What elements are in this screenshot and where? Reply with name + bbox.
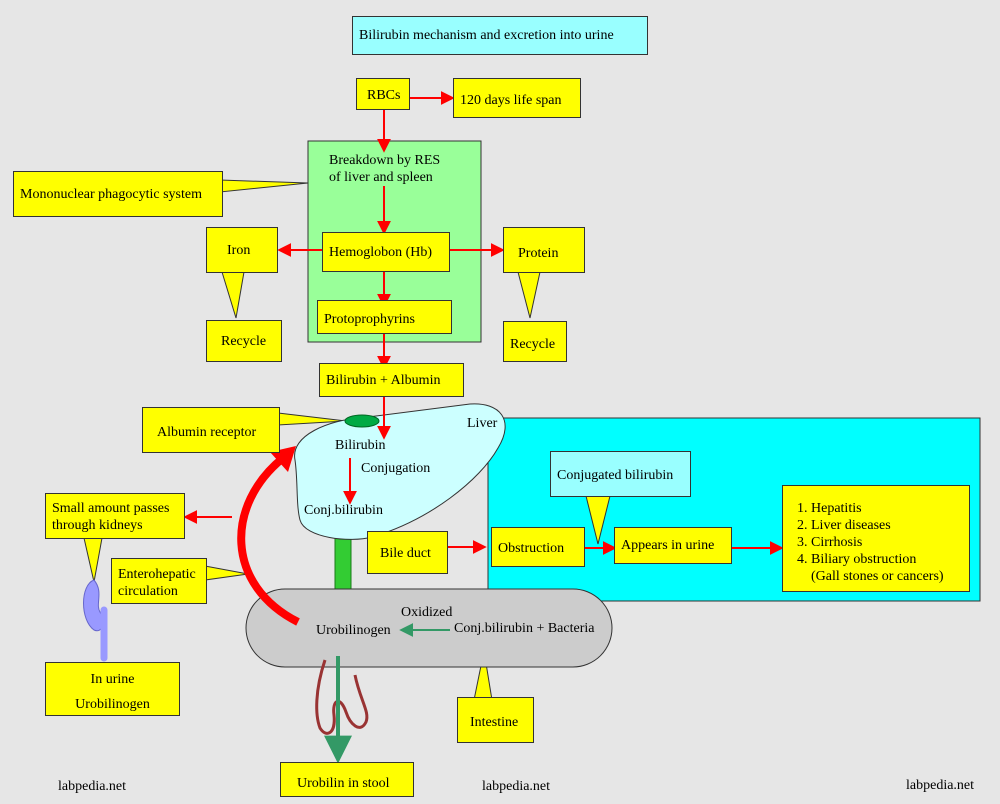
enterohepatic-callout-tail xyxy=(204,565,249,581)
watermark-right: labpedia.net xyxy=(906,778,975,793)
small-amount-callout-tail xyxy=(83,537,103,583)
liver-label: Liver xyxy=(467,416,498,431)
recycle-iron-box: Recycle xyxy=(206,320,282,362)
bilirubin-albumin-box: Bilirubin + Albumin xyxy=(319,363,464,397)
conjugated-bilirubin-box: Conjugated bilirubin xyxy=(550,451,691,497)
kidney-shape xyxy=(83,579,104,632)
mononuclear-callout-tail xyxy=(219,179,309,193)
enterohepatic-arrow xyxy=(237,454,300,626)
mononuclear-box: Mononuclear phagocytic system xyxy=(13,171,223,217)
life-span-box: 120 days life span xyxy=(453,78,581,118)
hemoglobin-box: Hemoglobon (Hb) xyxy=(322,232,450,272)
liver-bilirubin-label: Bilirubin xyxy=(335,438,386,453)
protein-box: Protein xyxy=(503,227,585,273)
oxidized-label: Oxidized xyxy=(401,605,453,620)
appears-in-urine-box: Appears in urine xyxy=(614,527,732,564)
conj-bilirubin-label: Conj.bilirubin xyxy=(304,503,383,518)
conjugation-label: Conjugation xyxy=(361,461,431,476)
intestine-coil xyxy=(315,659,369,735)
recycle-protein-box: Recycle xyxy=(503,321,567,362)
protoporphyrins-box: Protoprophyrins xyxy=(317,300,452,334)
urobilinogen-label: Urobilinogen xyxy=(316,623,391,638)
res-breakdown-label: Breakdown by RES of liver and spleen xyxy=(329,153,441,185)
watermark-center: labpedia.net xyxy=(482,779,551,794)
in-urine-box: In urine Urobilinogen xyxy=(45,662,180,716)
rbcs-box: RBCs xyxy=(356,78,410,110)
intestine-box: Intestine xyxy=(457,697,534,743)
small-amount-box: Small amount passes through kidneys xyxy=(45,493,185,539)
watermark-left: labpedia.net xyxy=(58,779,127,794)
causes-box: 1. Hepatitis 2. Liver diseases 3. Cirrho… xyxy=(782,485,970,592)
urobilin-stool-box: Urobilin in stool xyxy=(280,762,414,797)
intestine-shape xyxy=(245,588,613,668)
protein-callout-tail xyxy=(517,271,541,319)
enterohepatic-box: Enterohepatic circulation xyxy=(111,558,207,604)
urine-urobilinogen-label: Urobilinogen xyxy=(75,697,150,712)
conj-bacteria-label: Conj.bilirubin + Bacteria xyxy=(454,621,595,636)
bile-duct-box: Bile duct xyxy=(367,531,448,574)
albumin-receptor-box: Albumin receptor xyxy=(142,407,280,453)
iron-box: Iron xyxy=(206,227,278,273)
in-urine-label: In urine xyxy=(90,672,135,687)
albumin-receptor-shape xyxy=(344,414,380,428)
diagram-title: Bilirubin mechanism and excretion into u… xyxy=(352,16,648,55)
iron-callout-tail xyxy=(221,271,245,319)
obstruction-box: Obstruction xyxy=(491,527,585,567)
